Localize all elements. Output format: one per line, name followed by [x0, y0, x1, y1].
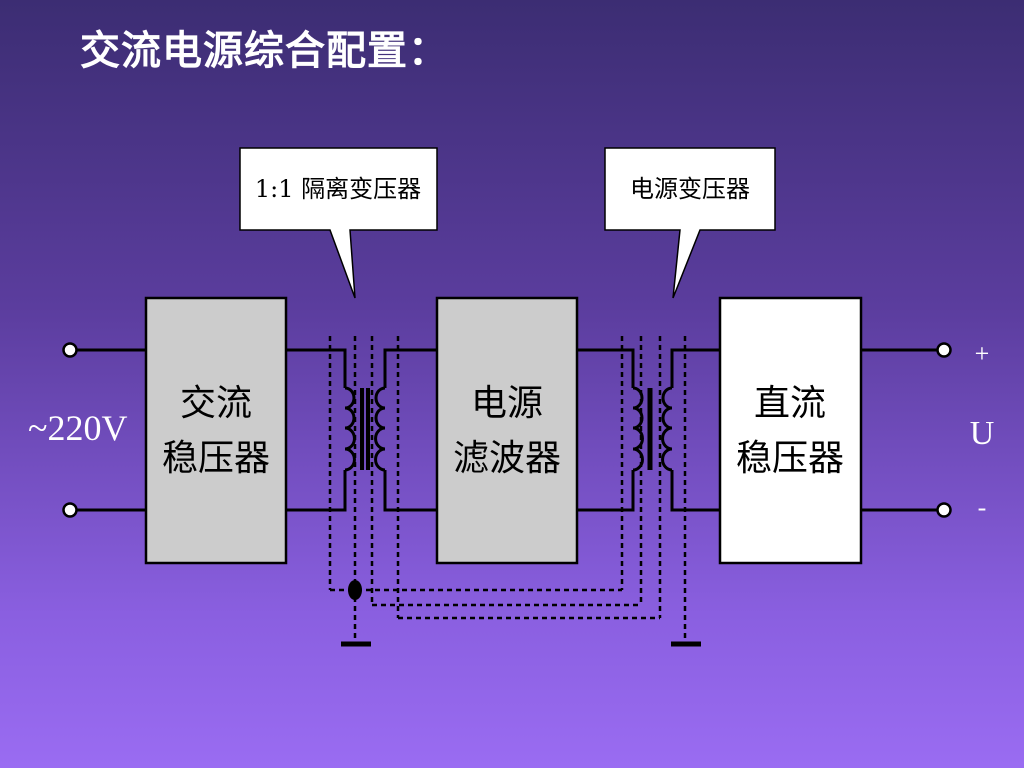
input-terminal-top [62, 342, 78, 358]
callout-power-transformer: 电源变压器 [604, 147, 776, 299]
callout-isolation-transformer: 1:1 隔离变压器 [239, 147, 438, 299]
block-power-filter: 电源 滤波器 [435, 296, 579, 565]
power-transformer [577, 348, 720, 512]
input-wires [62, 342, 146, 518]
shield-ground-lines [328, 336, 701, 647]
ac-regulator-line1: 交流 [180, 383, 252, 424]
callout-isolation-label: 1:1 隔离变压器 [255, 175, 421, 203]
output-terminal-minus [936, 502, 952, 518]
block-ac-regulator: 交流 稳压器 [144, 296, 288, 565]
output-u-label: U [970, 415, 995, 452]
dc-regulator-line1: 直流 [754, 383, 826, 424]
input-voltage-label: ~220V [28, 408, 127, 448]
callout-power-label: 电源变压器 [630, 175, 750, 203]
output-plus-label: + [975, 339, 990, 368]
ac-regulator-line2: 稳压器 [162, 438, 270, 479]
filter-line2: 滤波器 [453, 438, 561, 479]
output-terminal-plus [936, 342, 952, 358]
input-terminal-bottom [62, 502, 78, 518]
filter-line1: 电源 [471, 383, 543, 424]
output-minus-label: - [978, 493, 987, 522]
isolation-transformer [286, 348, 437, 512]
dc-regulator-line2: 稳压器 [736, 438, 844, 479]
output-wires [861, 342, 952, 518]
ground-junction-dot [348, 580, 362, 600]
page-title: 交流电源综合配置： [80, 27, 449, 74]
block-dc-regulator: 直流 稳压器 [718, 296, 863, 565]
